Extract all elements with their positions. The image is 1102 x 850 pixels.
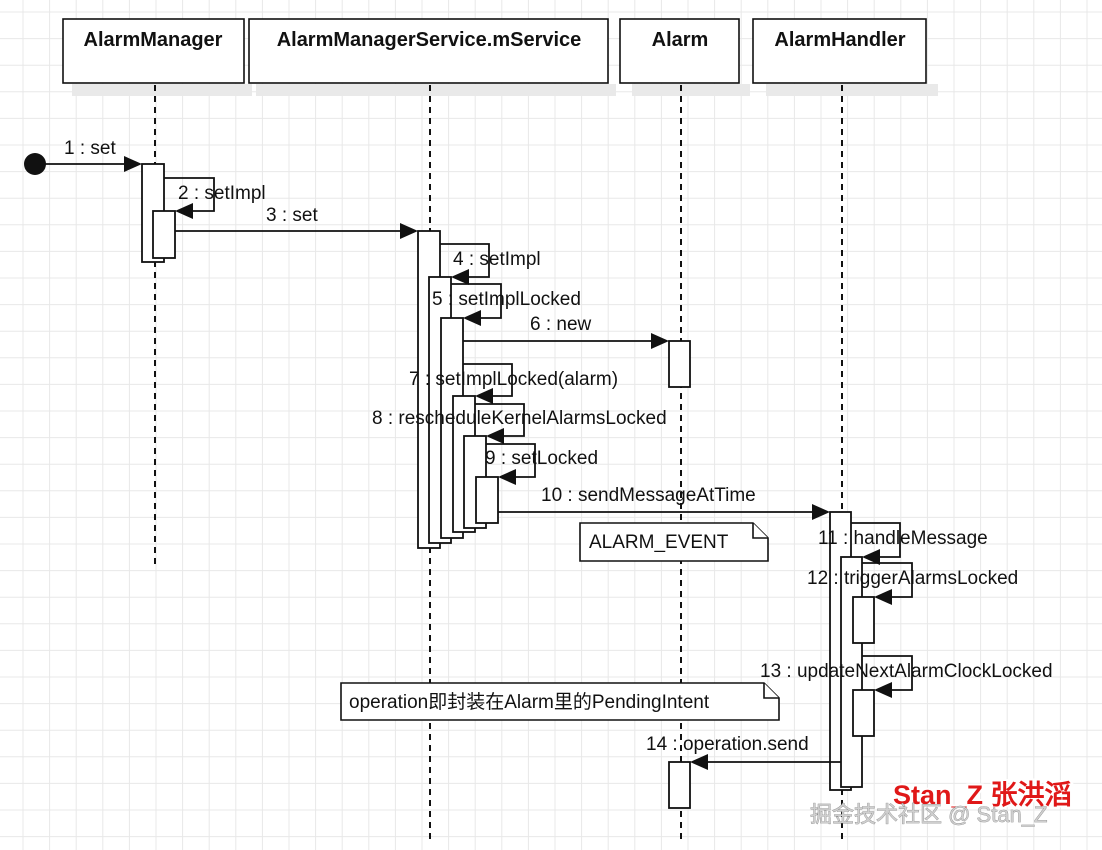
note-fold-icon bbox=[752, 523, 768, 539]
activation-bar bbox=[668, 761, 691, 809]
activation-bar bbox=[668, 340, 691, 388]
message-label: 10 : sendMessageAtTime bbox=[541, 485, 756, 506]
note-box bbox=[579, 522, 769, 562]
message-9: 9 : setLocked bbox=[485, 443, 598, 485]
message-1: 1 : set bbox=[45, 138, 142, 172]
lifeline-alarm-handler: AlarmHandler bbox=[752, 18, 927, 84]
lifeline-head-box bbox=[62, 18, 245, 84]
note-fold-icon bbox=[763, 683, 779, 699]
start-node-icon bbox=[24, 153, 46, 175]
lifeline-alarm: Alarm bbox=[619, 18, 740, 84]
message-label: 5 : setImplLocked bbox=[432, 289, 581, 310]
message-label: 13 : updateNextAlarmClockLocked bbox=[760, 661, 1053, 682]
message-label: 12 : triggerAlarmsLocked bbox=[807, 568, 1018, 589]
activation-bar bbox=[852, 689, 875, 737]
note-alarm-event: ALARM_EVENT bbox=[579, 522, 769, 562]
arrowhead-icon bbox=[175, 203, 193, 219]
arrowhead-icon bbox=[651, 333, 669, 349]
arrowhead-icon bbox=[486, 428, 504, 444]
lifeline-label: AlarmManager bbox=[84, 29, 223, 51]
message-label: 1 : set bbox=[64, 138, 116, 159]
lifeline-head-box bbox=[752, 18, 927, 84]
arrowhead-icon bbox=[400, 223, 418, 239]
arrowhead-icon bbox=[874, 682, 892, 698]
message-label: 14 : operation.send bbox=[646, 734, 809, 755]
message-5: 5 : setImplLocked bbox=[432, 283, 581, 326]
message-7: 7 : setImplLocked(alarm) bbox=[409, 363, 618, 404]
message-14: 14 : operation.send bbox=[646, 734, 841, 770]
lifeline-label: Alarm bbox=[652, 29, 709, 51]
message-13: 13 : updateNextAlarmClockLocked bbox=[760, 655, 1053, 698]
note-box bbox=[340, 682, 780, 721]
note-operation-pending-intent: operation即封装在Alarm里的PendingIntent bbox=[340, 682, 780, 721]
arrowhead-icon bbox=[451, 269, 469, 285]
message-label: 3 : set bbox=[266, 205, 318, 226]
lifeline-head-box bbox=[248, 18, 609, 84]
activation-bar bbox=[852, 596, 875, 644]
message-label: 4 : setImpl bbox=[453, 249, 541, 270]
watermark-author: Stan_Z 张洪滔 bbox=[893, 780, 1072, 810]
message-3: 3 : set bbox=[175, 205, 418, 239]
message-label: 2 : setImpl bbox=[178, 183, 266, 204]
arrowhead-icon bbox=[874, 589, 892, 605]
message-10: 10 : sendMessageAtTime bbox=[498, 485, 830, 520]
lifeline-alarm-manager-service: AlarmManagerService.mService bbox=[248, 18, 609, 84]
message-label: 11 : handleMessage bbox=[818, 528, 988, 549]
message-label: 6 : new bbox=[530, 314, 592, 335]
arrowhead-icon bbox=[812, 504, 830, 520]
note-label: operation即封装在Alarm里的PendingIntent bbox=[349, 691, 710, 713]
message-label: 7 : setImplLocked(alarm) bbox=[409, 369, 618, 390]
note-label: ALARM_EVENT bbox=[589, 532, 729, 553]
message-8: 8 : rescheduleKernelAlarmsLocked bbox=[372, 403, 667, 444]
lifeline-alarm-manager: AlarmManager bbox=[62, 18, 245, 84]
activation-bar bbox=[152, 210, 176, 259]
message-label: 9 : setLocked bbox=[485, 448, 598, 469]
message-2: 2 : setImpl bbox=[164, 177, 266, 219]
lifeline-label: AlarmManagerService.mService bbox=[277, 29, 582, 51]
arrowhead-icon bbox=[862, 549, 880, 565]
lifeline-label: AlarmHandler bbox=[774, 29, 905, 51]
message-12: 12 : triggerAlarmsLocked bbox=[807, 562, 1018, 605]
message-label: 8 : rescheduleKernelAlarmsLocked bbox=[372, 408, 667, 429]
activation-bar bbox=[475, 476, 499, 524]
arrowhead-icon bbox=[475, 388, 493, 404]
activations bbox=[141, 163, 875, 809]
arrowhead-icon bbox=[124, 156, 142, 172]
arrowhead-icon bbox=[463, 310, 481, 326]
watermark-site: 掘金技术社区 @ Stan_Z bbox=[810, 802, 1048, 827]
message-4: 4 : setImpl bbox=[440, 243, 541, 285]
message-11: 11 : handleMessage bbox=[818, 522, 988, 565]
lifeline-head-box bbox=[619, 18, 740, 84]
message-6: 6 : new bbox=[463, 314, 669, 349]
lifeline-head-shadows bbox=[72, 84, 938, 96]
arrowhead-icon bbox=[690, 754, 708, 770]
arrowhead-icon bbox=[498, 469, 516, 485]
